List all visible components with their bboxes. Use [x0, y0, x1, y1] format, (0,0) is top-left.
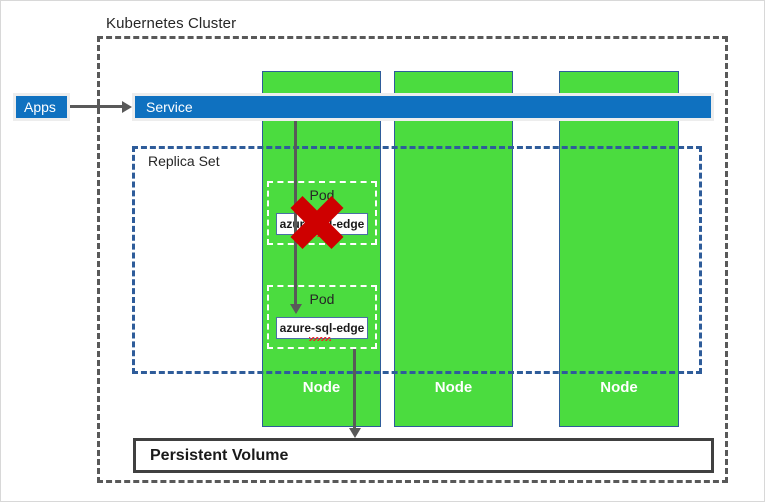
- pod-label-2: Pod: [309, 291, 335, 307]
- pod-container-2: azure-sql-edge: [276, 317, 368, 341]
- arrow-apps-to-service-icon: [70, 105, 122, 108]
- apps-label: Apps: [24, 99, 56, 115]
- cluster-label: Kubernetes Cluster: [106, 15, 237, 32]
- arrow-pod-to-persistent-volume-icon: [353, 349, 356, 429]
- service-label: Service: [146, 99, 193, 115]
- node-column-3: Node: [559, 71, 679, 427]
- service-bar: Service: [132, 93, 714, 121]
- replica-set-label: Replica Set: [148, 153, 220, 169]
- persistent-volume-box: Persistent Volume: [133, 438, 714, 473]
- node-label-3: Node: [600, 379, 638, 396]
- pod-container-name-2: azure-sql-edge: [279, 321, 365, 335]
- pod-2: Pod azure-sql-edge: [267, 285, 377, 349]
- persistent-volume-label: Persistent Volume: [150, 446, 289, 464]
- node-column-1: Node: [262, 71, 381, 427]
- node-label-2: Node: [434, 379, 473, 396]
- failure-x-icon: [288, 193, 346, 251]
- node-column-2: Node: [394, 71, 513, 427]
- node-label-1: Node: [302, 379, 341, 396]
- replica-set-boundary: [132, 146, 702, 374]
- kubernetes-cluster-boundary: [97, 36, 728, 483]
- apps-box: Apps: [13, 93, 70, 121]
- spellcheck-squiggle-icon: [309, 337, 331, 341]
